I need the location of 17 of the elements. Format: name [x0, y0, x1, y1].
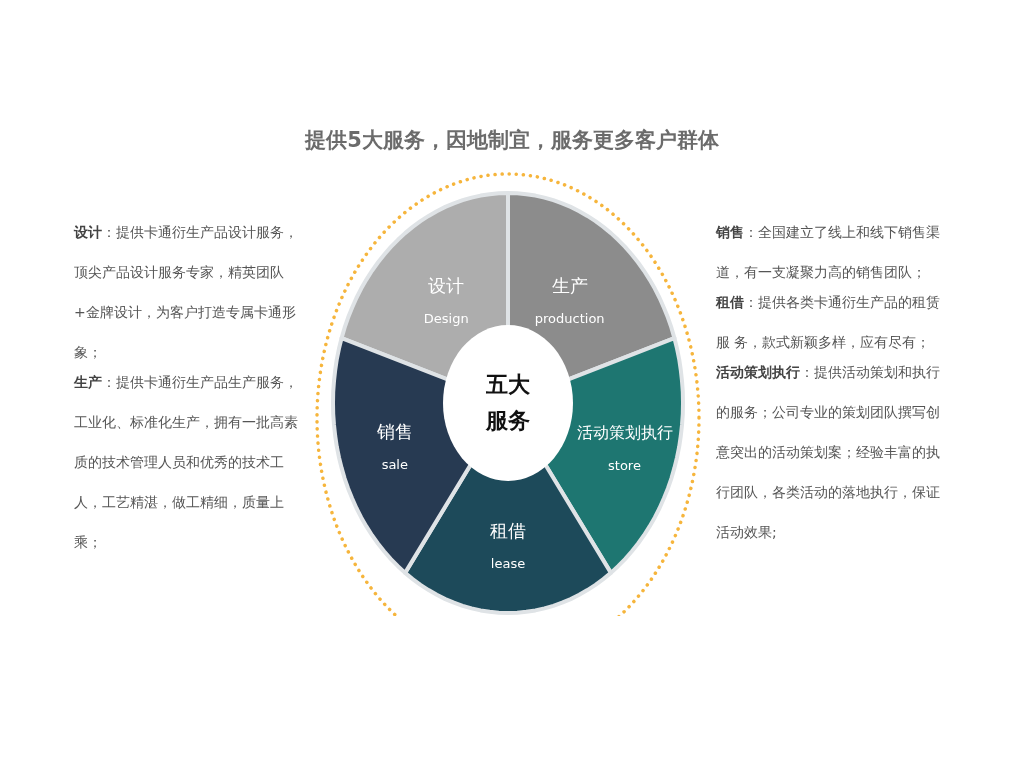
segment-title: 生产 [551, 274, 588, 299]
segment-title: 租借 [490, 518, 526, 543]
segment-title: 活动策划执行 [576, 422, 673, 445]
description-paragraph: 生产：提供卡通衍生产品生产服务，工业化、标准化生产，拥有一批高素质的技术管理人员和优秀的技术工人，工艺精湛，做工精细，质量上乘； [74, 373, 299, 552]
segment-subtitle: sale [381, 456, 408, 475]
description-paragraph: 租借：提供各类卡通衍生产品的租赁服 务，款式新颖多样，应有尽有； [716, 293, 941, 352]
description-paragraph: 销售：全国建立了线上和线下销售渠道，有一支凝聚力高的销售团队； [716, 223, 941, 282]
segment-subtitle: Design [423, 310, 469, 329]
title: 提供5大服务，因地制宜，服务更多客户群体 [303, 127, 720, 154]
segment-subtitle: lease [490, 554, 526, 573]
segment-title: 销售 [376, 420, 413, 445]
description-paragraph: 设计：提供卡通衍生产品设计服务，顶尖产品设计服务专家，精英团队+金牌设计，为客户打造专属卡通形象； [74, 223, 299, 362]
segment-title: 设计 [428, 274, 465, 299]
description-paragraph: 活动策划执行：提供活动策划和执行的服务；公司专业的策划团队撰写创意突出的活动策划案；经验丰富的执行团队，各类活动的落地执行，保证活动效果; [716, 363, 941, 542]
segment-subtitle: production [534, 310, 605, 329]
segment-subtitle: store [608, 457, 641, 476]
center-title: 五大服务 [484, 371, 531, 435]
